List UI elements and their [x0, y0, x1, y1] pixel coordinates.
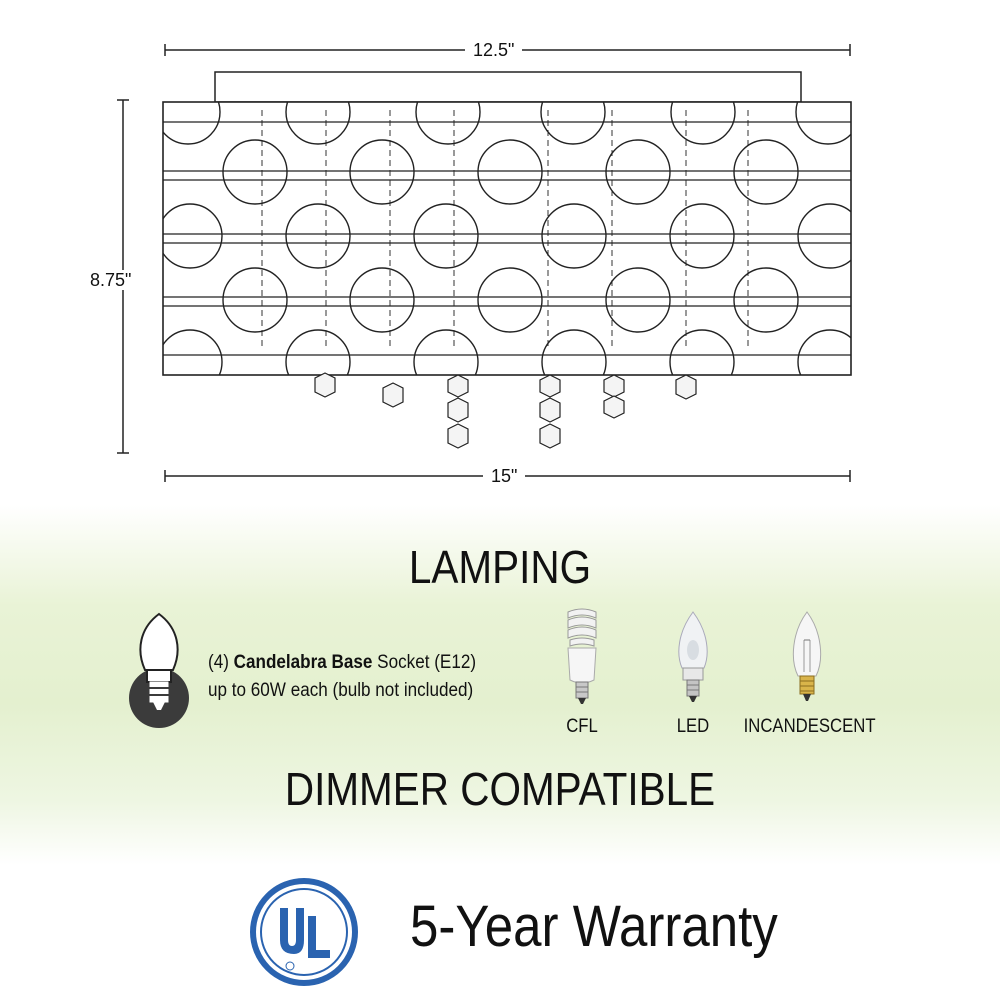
- crystal-strands: [261, 110, 749, 350]
- bottom-width-label: 15": [483, 466, 526, 486]
- socket-suffix: Socket (E12): [377, 652, 477, 673]
- socket-count: (4): [208, 652, 229, 673]
- lattice-circles: [163, 102, 851, 375]
- cfl-bulb-icon: [567, 608, 597, 704]
- led-label: LED: [676, 716, 710, 737]
- lamping-heading: LAMPING: [408, 541, 592, 593]
- hanging-crystals: [314, 372, 697, 449]
- cfl-label: CFL: [566, 716, 598, 737]
- warranty-text: 5-Year Warranty: [410, 894, 778, 959]
- incandescent-bulb-icon: [792, 611, 822, 701]
- fixture-canopy: [214, 71, 802, 103]
- fixture-body: [162, 101, 852, 376]
- wattage-line: up to 60W each (bulb not included): [208, 680, 474, 701]
- led-bulb-icon: [678, 611, 708, 702]
- ul-logo: [250, 878, 358, 986]
- fixture-diagram: [117, 44, 852, 482]
- incandescent-label: INCANDESCENT: [743, 716, 876, 737]
- top-width-label: 12.5": [465, 40, 523, 60]
- height-label: 8.75": [86, 270, 136, 290]
- lattice-grid: [163, 121, 851, 356]
- candelabra-bulb-icon: [129, 612, 189, 728]
- socket-type: Candelabra Base: [233, 652, 373, 673]
- dimmer-compatible-heading: DIMMER COMPATIBLE: [284, 763, 716, 815]
- socket-description: (4) Candelabra Base Socket (E12): [208, 650, 476, 676]
